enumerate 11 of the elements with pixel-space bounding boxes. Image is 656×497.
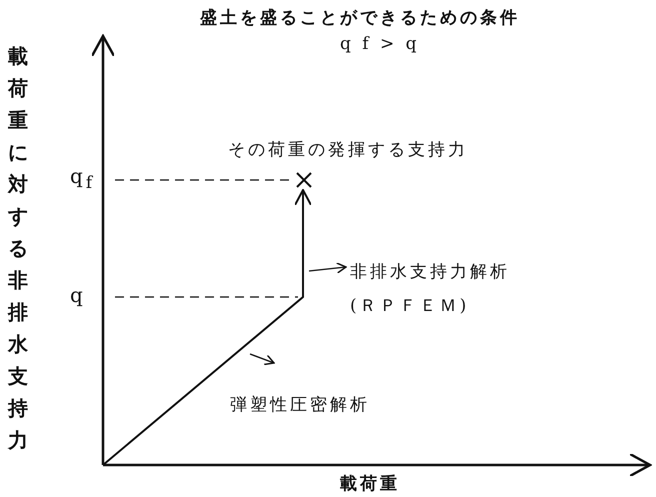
axis-value-label: q	[70, 283, 86, 307]
analysis-label: 弾塑性圧密解析	[230, 393, 370, 416]
analysis-label: 非排水支持力解析 (ＲＰＦＥＭ)	[350, 255, 540, 323]
diagram-title: 盛土を盛ることができるための条件	[200, 7, 520, 29]
condition-formula: q f > q	[340, 34, 420, 54]
axis-title: 載荷重に対する非排水支持力	[8, 43, 29, 454]
leader-arrow	[308, 262, 347, 274]
axis-value-label: q$_{f}$	[70, 164, 95, 192]
axis-title: 載荷重	[340, 473, 400, 495]
point-label: その荷重の発揮する支持力	[228, 139, 468, 161]
leader-arrow	[250, 353, 275, 366]
